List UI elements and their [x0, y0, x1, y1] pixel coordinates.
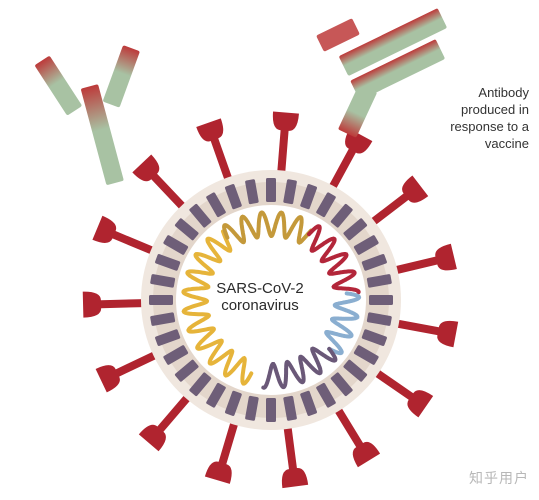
spike-protein [325, 128, 373, 195]
spike-proteins [82, 111, 459, 489]
membrane-protein [300, 184, 318, 210]
rna-segment [261, 346, 338, 390]
membrane-protein [163, 235, 189, 255]
membrane-protein [316, 192, 336, 218]
antibody-tip [316, 18, 360, 52]
membrane-protein [283, 395, 297, 421]
membrane-protein [366, 312, 392, 326]
membrane-protein [155, 329, 181, 347]
membrane-protein [366, 274, 392, 288]
spike-protein [369, 365, 434, 418]
membrane-protein [206, 192, 226, 218]
spike-protein [82, 291, 150, 318]
membrane-protein [361, 329, 387, 347]
antibody-stem [338, 84, 377, 138]
membrane-protein [266, 178, 276, 202]
spike-protein [92, 215, 160, 257]
antibody-stem [81, 84, 124, 185]
membrane-protein [150, 312, 176, 326]
spike-protein [204, 415, 241, 484]
spike-protein [138, 390, 195, 452]
membrane-protein [330, 372, 353, 397]
membrane-protein [224, 390, 242, 416]
antibody-caption-line: vaccine [484, 136, 529, 151]
rna-segment [181, 229, 254, 386]
spike-protein [390, 318, 459, 348]
membrane-protein [150, 274, 176, 288]
membrane-proteins [149, 178, 393, 422]
virus-core [176, 205, 366, 395]
membrane-protein [245, 395, 259, 421]
spike-protein [132, 154, 191, 215]
watermark: 知乎用户 [469, 471, 529, 487]
membrane-protein [353, 235, 379, 255]
membrane-protein [155, 253, 181, 271]
membrane-protein [149, 295, 173, 305]
rna-segment [222, 210, 314, 245]
membrane-protein [224, 184, 242, 210]
antibody-caption-line: produced in [461, 102, 529, 117]
membrane-protein [266, 398, 276, 422]
antibody-free [35, 45, 140, 185]
rna-segment [324, 291, 362, 356]
membrane-protein [174, 359, 199, 382]
membrane-protein [283, 179, 297, 205]
membrane-protein [369, 295, 393, 305]
antibody-arm-upper [339, 8, 447, 76]
membrane-protein [163, 345, 189, 365]
membrane-protein [316, 382, 336, 408]
virus-name-label: SARS-CoV-2 [216, 280, 304, 297]
spike-protein [388, 243, 457, 276]
antibody-arm-right [103, 45, 140, 108]
antibody-bound [316, 8, 447, 138]
virus-type-label: coronavirus [221, 297, 299, 314]
spike-protein [196, 118, 235, 187]
spike-protein [281, 420, 309, 489]
antibody-arm-lower [350, 39, 445, 100]
spike-protein [272, 111, 299, 179]
rna-strand [181, 210, 362, 390]
membrane-protein [174, 218, 199, 241]
antibody-caption-line: response to a [450, 119, 529, 134]
rna-segment [307, 224, 361, 295]
spike-protein [95, 348, 163, 393]
membrane-protein [343, 359, 368, 382]
membrane-protein [189, 372, 212, 397]
spike-protein [365, 175, 429, 230]
antibody-caption-line: Antibody [478, 85, 529, 100]
antibody-arm-left [35, 56, 82, 115]
membrane-protein [330, 203, 353, 228]
membrane-protein [206, 382, 226, 408]
membrane-protein [300, 390, 318, 416]
spike-protein [331, 402, 381, 468]
membrane-protein [343, 218, 368, 241]
membrane-protein [361, 253, 387, 271]
membrane-protein [189, 203, 212, 228]
membrane-protein [245, 179, 259, 205]
membrane-protein [353, 345, 379, 365]
